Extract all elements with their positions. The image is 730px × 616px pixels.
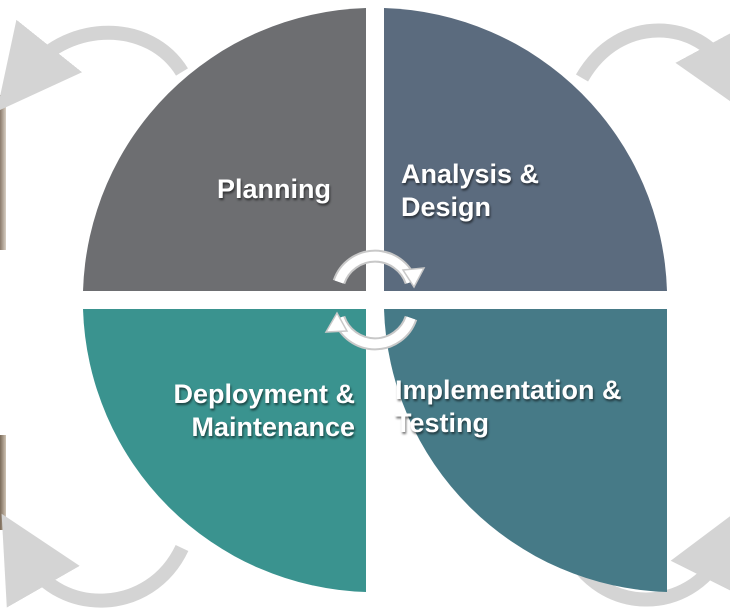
label-line: Implementation & [395,375,622,405]
label-line: Deployment & [173,379,355,409]
corner-arrow-bottom-left-icon [1,513,189,608]
center-cycle-arrows-icon [324,249,426,351]
corner-arrow-top-left-icon [0,19,188,112]
label-line: Testing [395,407,489,438]
quadrant-label-implementation-testing: Implementation & Testing [395,374,622,440]
label-line: Maintenance [191,411,355,442]
corner-arrow-top-right-icon [575,22,730,117]
quadrant-label-deployment-maintenance: Deployment & Maintenance [110,378,355,444]
quadrant-implementation-testing [384,309,667,592]
quadrant-deployment-maintenance [83,309,366,592]
label-line: Planning [217,174,331,204]
quadrant-analysis-design [384,8,667,291]
quadrant-planning [83,8,366,291]
quadrant-label-planning: Planning [217,173,331,206]
label-line: Analysis & [401,159,540,189]
quadrant-label-analysis-design: Analysis & Design [401,158,539,224]
background-photo-edge-bottom [0,435,6,530]
label-line: Design [401,191,492,222]
background-photo-edge-top [0,95,6,250]
